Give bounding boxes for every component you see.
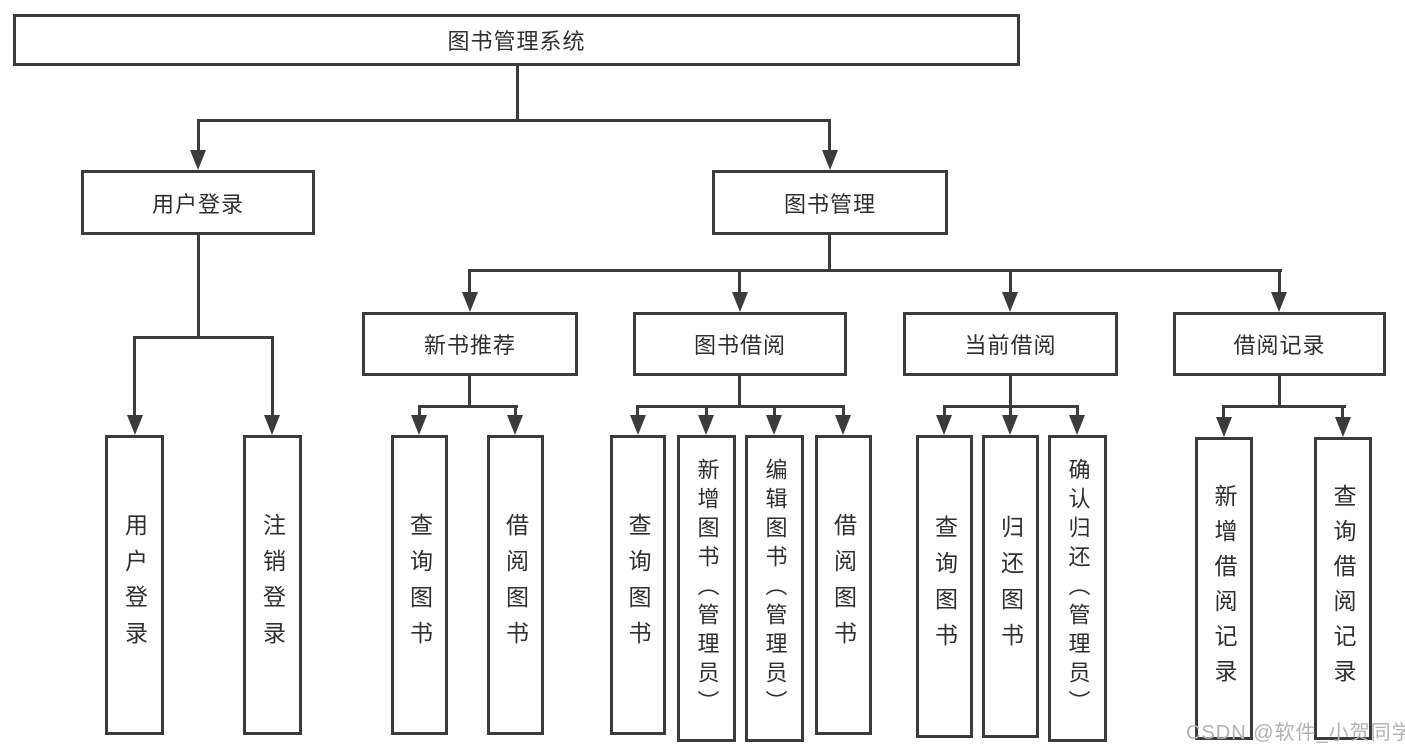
leaf-user-login: 用户登录 (105, 435, 164, 735)
node-borrow-records: 借阅记录 (1173, 312, 1386, 376)
connector-groupA-stem (468, 376, 471, 407)
arrowhead-book-mgmt (822, 150, 838, 170)
node-label: 用户登录 (121, 513, 148, 657)
arrowhead-groupC-leaf2 (1002, 415, 1018, 435)
leaf-edit-books-admin: 编辑图书（管理员） (745, 435, 804, 742)
node-label: 图书管理 (783, 191, 876, 217)
node-book-mgmt-branch: 图书管理 (712, 170, 948, 235)
node-label: 查询图书 (931, 514, 958, 659)
leaf-borrow-books-B: 借阅图书 (815, 435, 872, 735)
connector-drop-book-borrow (738, 269, 741, 294)
arrowhead-groupB-leaf1 (630, 415, 646, 435)
arrowhead-groupB-leaf4 (835, 415, 851, 435)
connector-drop-user-login (197, 119, 200, 152)
arrowhead-new-book (462, 292, 478, 312)
connector-groupD-drop2 (1341, 405, 1344, 419)
connector-groupC-drop3 (1076, 405, 1079, 417)
connector-root-stem (516, 66, 519, 121)
connector-bookmgmt-rail (468, 269, 1282, 272)
node-label: 查询借阅记录 (1330, 483, 1356, 694)
leaf-query-books-A: 查询图书 (391, 435, 448, 735)
node-label: 新增借阅记录 (1211, 483, 1237, 694)
connector-drop-book-mgmt (828, 119, 831, 152)
arrowhead-groupB-leaf3 (766, 415, 782, 435)
leaf-add-borrow-record: 新增借阅记录 (1195, 437, 1253, 740)
node-label: 新书推荐 (423, 333, 516, 358)
connector-groupB-rail (636, 405, 845, 408)
node-label: 借阅记录 (1233, 333, 1326, 358)
connector-groupA-drop2 (514, 405, 517, 417)
node-label: 用户登录 (151, 191, 244, 217)
connector-bookmgmt-stem (828, 235, 831, 271)
node-label: 借阅图书 (502, 513, 529, 657)
connector-root-rail (197, 119, 831, 122)
connector-groupC-drop1 (943, 405, 946, 417)
connector-groupA-drop1 (418, 405, 421, 417)
arrowhead-groupA-leaf1 (411, 415, 427, 435)
node-label: 图书借阅 (693, 333, 786, 358)
connector-groupD-drop1 (1222, 405, 1225, 419)
arrowhead-book-borrow (732, 292, 748, 312)
arrowhead-login-leaf (127, 415, 143, 435)
node-label: 注销登录 (259, 513, 286, 657)
node-label: 确认归还（管理员） (1065, 458, 1091, 719)
arrowhead-groupC-leaf3 (1069, 415, 1085, 435)
node-book-borrow: 图书借阅 (633, 312, 847, 376)
node-label: 借阅图书 (830, 513, 857, 657)
connector-drop-new-book (468, 269, 471, 294)
arrowhead-groupD-leaf1 (1216, 417, 1232, 437)
connector-userlogin-stem (197, 235, 200, 338)
arrowhead-groupD-leaf2 (1335, 417, 1351, 437)
node-label: 图书管理系统 (447, 29, 586, 54)
leaf-add-books-admin: 新增图书（管理员） (677, 435, 736, 742)
leaf-query-books-C: 查询图书 (916, 435, 973, 738)
node-label: 编辑图书（管理员） (762, 458, 788, 719)
arrowhead-logout-leaf (264, 415, 280, 435)
connector-groupB-drop3 (773, 405, 776, 417)
connector-drop-logout-leaf (271, 336, 274, 416)
connector-groupC-stem (1009, 376, 1012, 407)
node-label: 新增图书（管理员） (694, 458, 720, 719)
leaf-query-borrow-record: 查询借阅记录 (1314, 437, 1372, 740)
leaf-logout: 注销登录 (243, 435, 302, 735)
node-label: 查询图书 (406, 513, 433, 657)
connector-groupB-drop2 (705, 405, 708, 417)
arrowhead-borrow-records (1271, 292, 1287, 312)
connector-groupA-rail (418, 405, 518, 408)
connector-groupB-stem (738, 376, 741, 407)
connector-groupC-drop2 (1009, 405, 1012, 417)
node-label: 归还图书 (997, 514, 1024, 659)
connector-groupD-rail (1222, 405, 1346, 408)
node-new-book-recommend: 新书推荐 (362, 312, 578, 376)
connector-drop-current-borrow (1009, 269, 1012, 294)
connector-drop-login-leaf (133, 336, 136, 416)
node-label: 当前借阅 (964, 333, 1057, 358)
connector-userlogin-rail (133, 336, 274, 339)
leaf-query-books-B: 查询图书 (610, 435, 666, 735)
leaf-confirm-return-admin: 确认归还（管理员） (1048, 435, 1107, 742)
node-label: 查询图书 (625, 513, 651, 657)
connector-groupB-drop4 (842, 405, 845, 417)
connector-groupB-drop1 (636, 405, 639, 417)
node-current-borrow: 当前借阅 (903, 312, 1118, 376)
arrowhead-current-borrow (1002, 292, 1018, 312)
arrowhead-groupA-leaf2 (507, 415, 523, 435)
arrowhead-user-login (190, 150, 206, 170)
arrowhead-groupC-leaf1 (936, 415, 952, 435)
leaf-borrow-books-A: 借阅图书 (487, 435, 544, 735)
leaf-return-books: 归还图书 (982, 435, 1039, 738)
csdn-watermark: CSDN @软件_小贺同学 (1186, 722, 1405, 744)
node-user-login-branch: 用户登录 (81, 170, 315, 235)
connector-groupD-stem (1278, 376, 1281, 407)
node-root: 图书管理系统 (13, 14, 1020, 66)
arrowhead-groupB-leaf2 (698, 415, 714, 435)
connector-drop-borrow-records (1278, 269, 1281, 294)
